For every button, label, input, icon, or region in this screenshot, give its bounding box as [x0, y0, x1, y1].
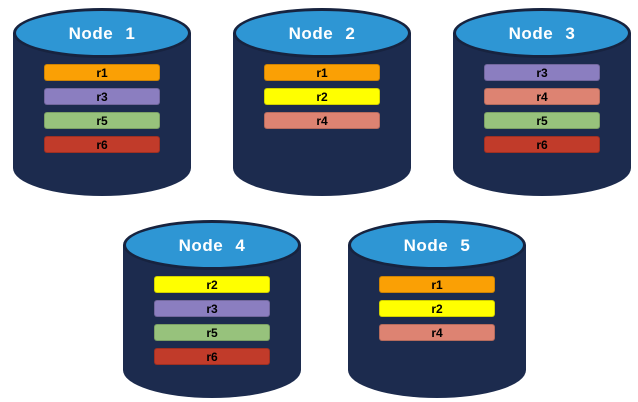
node-label: Node 1: [68, 24, 136, 43]
replica-bar-r6: r6: [44, 136, 160, 153]
replica-bar-list: r3 r4 r5 r6: [453, 64, 631, 153]
replica-label: r1: [96, 65, 108, 80]
replica-label: r5: [536, 113, 548, 128]
node-cylinder-3: Node 3 r3 r4 r5 r6: [453, 8, 631, 196]
replica-label: r3: [96, 89, 108, 104]
replica-label: r3: [536, 65, 548, 80]
replica-bar-list: r2 r3 r5 r6: [123, 276, 301, 365]
replica-bar-r1: r1: [44, 64, 160, 81]
replica-label: r4: [431, 325, 443, 340]
replica-bar-r2: r2: [379, 300, 495, 317]
replica-bar-r1: r1: [379, 276, 495, 293]
replica-bar-list: r1 r2 r4: [233, 64, 411, 129]
cylinder-body: [123, 245, 301, 398]
cylinder-body: [348, 245, 526, 398]
replica-bar-r3: r3: [44, 88, 160, 105]
replica-label: r6: [206, 349, 218, 364]
replica-bar-r5: r5: [154, 324, 270, 341]
node-label: Node 3: [508, 24, 576, 43]
replica-bar-r4: r4: [264, 112, 380, 129]
replica-bar-r6: r6: [484, 136, 600, 153]
node-cylinder-5: Node 5 r1 r2 r4: [348, 220, 526, 398]
cylinder-top-ellipse: Node 2: [233, 8, 411, 58]
replica-label: r4: [316, 113, 328, 128]
replica-label: r6: [536, 137, 548, 152]
replica-label: r5: [206, 325, 218, 340]
cylinder-top-ellipse: Node 4: [123, 220, 301, 270]
replica-bar-r4: r4: [379, 324, 495, 341]
cylinder-top-ellipse: Node 5: [348, 220, 526, 270]
replica-label: r4: [536, 89, 548, 104]
replica-label: r5: [96, 113, 108, 128]
replica-label: r2: [316, 89, 328, 104]
node-cylinder-2: Node 2 r1 r2 r4: [233, 8, 411, 196]
replica-label: r1: [316, 65, 328, 80]
replica-label: r1: [431, 277, 443, 292]
replica-bar-r4: r4: [484, 88, 600, 105]
replica-bar-r2: r2: [264, 88, 380, 105]
replica-label: r6: [96, 137, 108, 152]
replica-label: r3: [206, 301, 218, 316]
cylinder-top-ellipse: Node 3: [453, 8, 631, 58]
replica-bar-r3: r3: [484, 64, 600, 81]
replica-bar-list: r1 r3 r5 r6: [13, 64, 191, 153]
replica-label: r2: [431, 301, 443, 316]
replica-bar-r3: r3: [154, 300, 270, 317]
replica-bar-r1: r1: [264, 64, 380, 81]
node-label: Node 2: [288, 24, 356, 43]
replica-bar-r5: r5: [484, 112, 600, 129]
cylinder-top-ellipse: Node 1: [13, 8, 191, 58]
replica-bar-r2: r2: [154, 276, 270, 293]
node-label: Node 4: [178, 236, 246, 255]
node-cylinder-1: Node 1 r1 r3 r5 r6: [13, 8, 191, 196]
replica-bar-list: r1 r2 r4: [348, 276, 526, 341]
node-label: Node 5: [403, 236, 471, 255]
replica-bar-r6: r6: [154, 348, 270, 365]
replica-label: r2: [206, 277, 218, 292]
node-cylinder-4: Node 4 r2 r3 r5 r6: [123, 220, 301, 398]
replica-bar-r5: r5: [44, 112, 160, 129]
